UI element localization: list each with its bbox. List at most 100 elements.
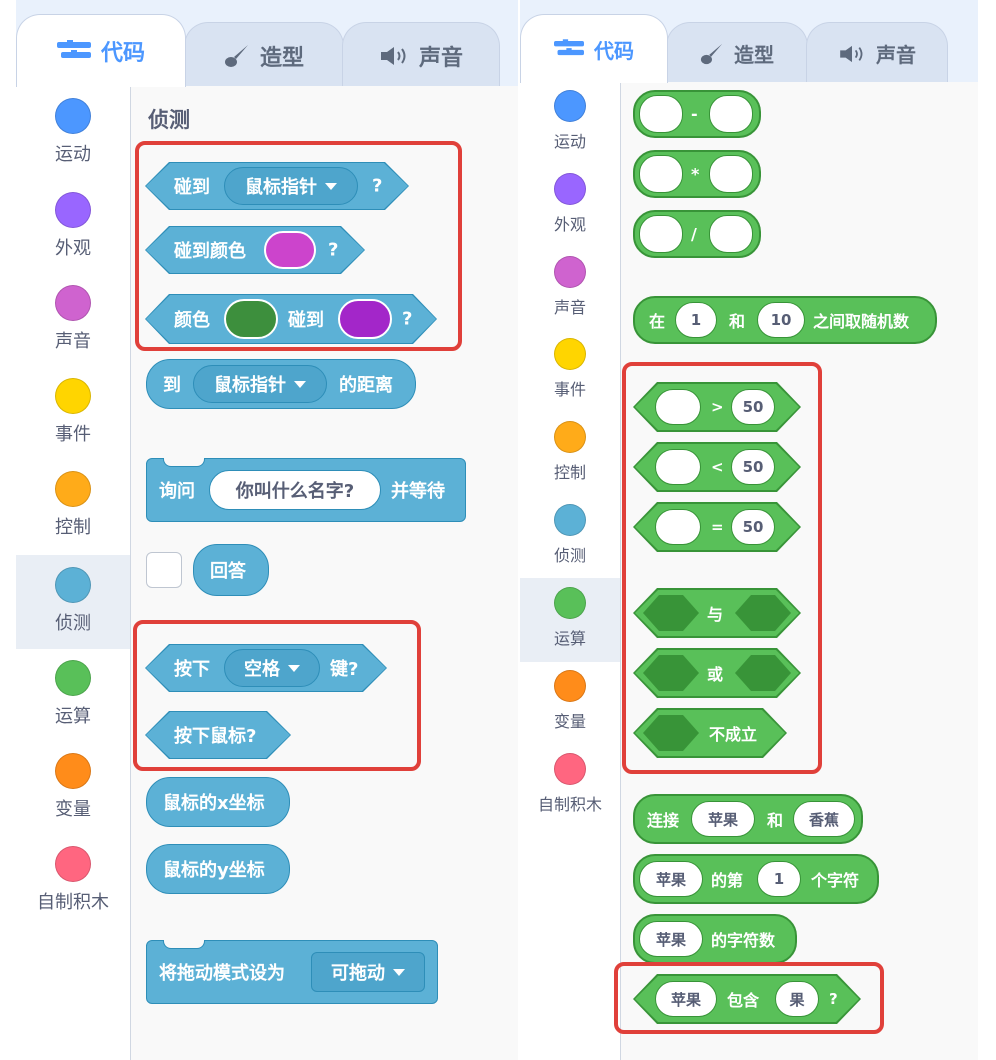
drag-mode-prefix: 将拖动模式设为 xyxy=(159,963,285,984)
category-my-blocks[interactable]: 自制积木 xyxy=(520,753,620,831)
control-dot-icon xyxy=(554,421,586,453)
multiply-right-input[interactable] xyxy=(709,155,753,193)
right-editor-panel: 代码 造型 声音 运动 外观 声音 事件 控制 侦测 运算 变量 自制积木 - … xyxy=(520,0,978,1060)
tab-sounds[interactable]: 声音 xyxy=(806,22,948,84)
category-events[interactable]: 事件 xyxy=(16,378,130,466)
greater-than-block[interactable]: > 50 xyxy=(633,382,801,432)
contains-block[interactable]: 苹果 包含 果 ? xyxy=(633,974,861,1024)
and-block[interactable]: 与 xyxy=(633,588,801,638)
multiply-left-input[interactable] xyxy=(639,155,683,193)
category-control[interactable]: 控制 xyxy=(16,471,130,559)
length-of-string-input[interactable]: 苹果 xyxy=(639,921,703,957)
touching-color-swatch[interactable] xyxy=(264,231,316,269)
eq-right-input[interactable]: 50 xyxy=(731,509,775,545)
join-b-input[interactable]: 香蕉 xyxy=(793,801,855,837)
touching-block[interactable]: 碰到 鼠标指针 ? xyxy=(146,163,408,209)
ask-input[interactable]: 你叫什么名字? xyxy=(209,470,381,510)
ask-suffix: 并等待 xyxy=(391,481,445,502)
or-block[interactable]: 或 xyxy=(633,648,801,698)
drag-mode-menu[interactable]: 可拖动 xyxy=(311,952,425,992)
category-looks[interactable]: 外观 xyxy=(520,173,620,251)
divide-right-input[interactable] xyxy=(709,215,753,253)
category-operators[interactable]: 运算 xyxy=(16,660,130,748)
category-my-blocks-label: 自制积木 xyxy=(537,795,602,814)
key-menu[interactable]: 空格 xyxy=(224,649,320,687)
letter-of-block[interactable]: 苹果 的第 1 个字符 xyxy=(633,854,879,904)
subtract-right-input[interactable] xyxy=(709,95,753,133)
category-motion[interactable]: 运动 xyxy=(520,90,620,168)
tab-costumes[interactable]: 造型 xyxy=(184,22,344,88)
color-swatch-2[interactable] xyxy=(338,299,392,339)
join-block[interactable]: 连接 苹果 和 香蕉 xyxy=(633,794,863,844)
contains-string-input[interactable]: 苹果 xyxy=(655,981,717,1017)
join-a-input[interactable]: 苹果 xyxy=(691,801,755,837)
category-sound[interactable]: 声音 xyxy=(520,256,620,334)
color-touching-suffix: ? xyxy=(402,308,413,330)
category-operators[interactable]: 运算 xyxy=(520,578,620,662)
right-block-palette: - * / 在 1 和 10 之间取随机数 > 50 xyxy=(621,82,978,1060)
key-pressed-block[interactable]: 按下 空格 键? xyxy=(146,645,386,691)
color-swatch-1[interactable] xyxy=(224,299,278,339)
key-pressed-suffix: 键? xyxy=(330,659,359,680)
distance-to-block[interactable]: 到 鼠标指针 的距离 xyxy=(146,359,416,409)
mouse-y-block[interactable]: 鼠标的y坐标 xyxy=(146,844,290,894)
pick-random-block[interactable]: 在 1 和 10 之间取随机数 xyxy=(633,296,937,344)
divide-left-input[interactable] xyxy=(639,215,683,253)
random-mid: 和 xyxy=(729,312,746,331)
lt-left-input[interactable] xyxy=(655,449,701,485)
category-looks[interactable]: 外观 xyxy=(16,192,130,280)
letter-of-index-input[interactable]: 1 xyxy=(757,861,801,897)
mouse-x-block[interactable]: 鼠标的x坐标 xyxy=(146,777,290,827)
tab-costumes[interactable]: 造型 xyxy=(666,22,808,84)
tab-code[interactable]: 代码 xyxy=(520,14,668,83)
category-control[interactable]: 控制 xyxy=(520,421,620,499)
category-operators-label: 运算 xyxy=(553,629,586,648)
eq-left-input[interactable] xyxy=(655,509,701,545)
touching-color-block[interactable]: 碰到颜色 ? xyxy=(146,227,364,273)
sensing-dot-icon xyxy=(55,567,91,603)
contains-sub-input[interactable]: 果 xyxy=(775,981,819,1017)
tab-sounds-label: 声音 xyxy=(418,45,463,71)
ask-and-wait-block[interactable]: 询问 你叫什么名字? 并等待 xyxy=(146,458,466,522)
divide-block[interactable]: / xyxy=(633,210,761,258)
category-sensing[interactable]: 侦测 xyxy=(16,555,130,649)
tab-sounds[interactable]: 声音 xyxy=(342,22,500,88)
multiply-block[interactable]: * xyxy=(633,150,761,198)
random-from-input[interactable]: 1 xyxy=(675,302,717,338)
random-to-input[interactable]: 10 xyxy=(757,302,805,338)
category-sound[interactable]: 声音 xyxy=(16,285,130,373)
subtract-left-input[interactable] xyxy=(639,95,683,133)
touching-menu[interactable]: 鼠标指针 xyxy=(224,167,358,205)
gt-right-input[interactable]: 50 xyxy=(731,389,775,425)
less-than-block[interactable]: < 50 xyxy=(633,442,801,492)
tab-code[interactable]: 代码 xyxy=(16,14,186,87)
category-events[interactable]: 事件 xyxy=(520,338,620,416)
distance-menu[interactable]: 鼠标指针 xyxy=(193,365,327,403)
length-of-string-value: 苹果 xyxy=(655,930,686,949)
letter-of-string-input[interactable]: 苹果 xyxy=(639,861,703,897)
not-block[interactable]: 不成立 xyxy=(633,708,787,758)
highlight-box-comparisons xyxy=(622,362,822,774)
subtract-block[interactable]: - xyxy=(633,90,761,138)
category-motion[interactable]: 运动 xyxy=(16,98,130,186)
mouse-down-block[interactable]: 按下鼠标? xyxy=(146,712,290,758)
equals-block[interactable]: = 50 xyxy=(633,502,801,552)
answer-block[interactable]: 回答 xyxy=(193,544,269,596)
right-category-menu: 运动 外观 声音 事件 控制 侦测 运算 变量 自制积木 xyxy=(520,82,621,1060)
answer-checkbox[interactable] xyxy=(146,552,182,588)
lt-right-input[interactable]: 50 xyxy=(731,449,775,485)
chevron-down-icon xyxy=(393,968,405,976)
category-variables[interactable]: 变量 xyxy=(520,670,620,748)
operators-dot-icon xyxy=(554,587,586,619)
color-touching-color-block[interactable]: 颜色 碰到 ? xyxy=(146,295,436,343)
category-my-blocks[interactable]: 自制积木 xyxy=(16,846,130,934)
gt-left-input[interactable] xyxy=(655,389,701,425)
set-drag-mode-block[interactable]: 将拖动模式设为 可拖动 xyxy=(146,940,438,1004)
answer-label: 回答 xyxy=(210,561,246,582)
gt-operator: > xyxy=(711,398,724,416)
category-sensing[interactable]: 侦测 xyxy=(520,504,620,582)
distance-prefix: 到 xyxy=(163,375,181,396)
contains-string-value: 苹果 xyxy=(670,990,701,1009)
category-variables[interactable]: 变量 xyxy=(16,753,130,841)
length-of-block[interactable]: 苹果 的字符数 xyxy=(633,914,797,964)
